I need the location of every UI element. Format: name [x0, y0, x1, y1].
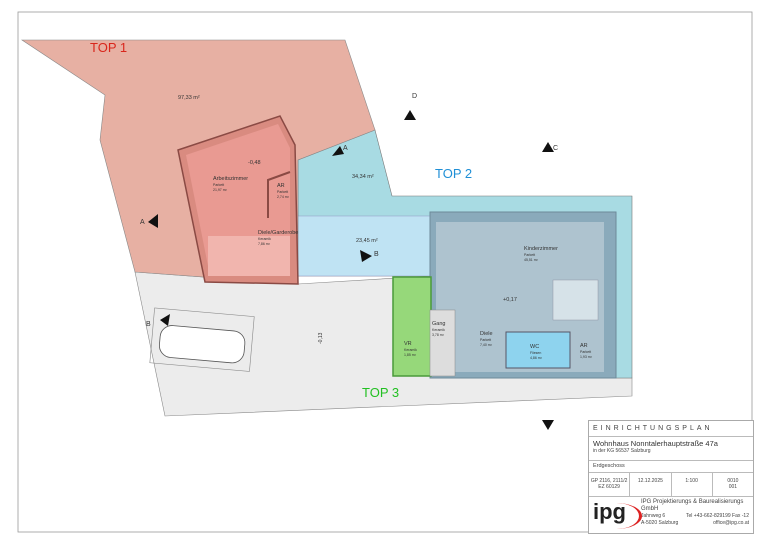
project-info: Wohnhaus Nonntalerhauptstraße 47a in der…	[589, 437, 753, 461]
company-phone: Tel +43-662-829199 Fax -12	[686, 513, 749, 519]
scale: 1:100	[672, 473, 713, 496]
room-floor: Parkett	[480, 338, 491, 342]
room-floor: Keramik	[258, 237, 271, 241]
room-area: 45,51 m²	[524, 258, 539, 262]
room-area: 1,93 m²	[580, 355, 593, 359]
company-street: Jahnweg 6	[641, 513, 666, 519]
date: 12.12.2025	[630, 473, 672, 496]
room-name: Diele	[480, 331, 493, 337]
room-area: 21,97 m²	[213, 188, 228, 192]
project-name: Wohnhaus Nonntalerhauptstraße 47a	[593, 439, 718, 448]
project-location: in der KG 56537 Salzburg	[593, 448, 651, 454]
room-area: 3,78 m²	[432, 333, 445, 337]
wc-room	[505, 331, 571, 369]
room-name: VR	[404, 341, 412, 347]
section-b-label: B	[146, 321, 151, 328]
top2-terrace-area: 23,45 m²	[356, 238, 378, 244]
section-a-left-icon	[148, 214, 158, 228]
top1-label: TOP 1	[90, 40, 127, 55]
room-name: Diele/Garderobe	[258, 230, 298, 236]
room-floor: Parkett	[213, 183, 224, 187]
room-name: Kinderzimmer	[524, 246, 558, 252]
section-b-right-icon	[360, 250, 372, 262]
diele-garderobe	[208, 236, 290, 276]
room-floor: Keramik	[432, 328, 445, 332]
top3-stair	[392, 276, 432, 377]
gang	[429, 309, 456, 377]
room-name: Gang	[432, 321, 445, 327]
room-floor: Parkett	[524, 253, 535, 257]
section-a-label: A	[343, 145, 348, 152]
room-name: AR	[580, 343, 588, 349]
room-area: 7,40 m²	[480, 343, 493, 347]
room-area: 1,85 m²	[404, 353, 417, 357]
room-floor: Keramik	[404, 348, 417, 352]
section-d-top-icon	[404, 110, 416, 120]
stairs	[552, 279, 599, 321]
section-a-right-icon	[332, 146, 344, 156]
room-area: 2,74 m²	[277, 195, 290, 199]
company-email: office@ipg.co.at	[713, 520, 749, 526]
section-b-left-icon	[160, 314, 170, 326]
room-area: 7,86 m²	[258, 242, 271, 246]
wall	[267, 171, 291, 218]
top2-terrace	[297, 215, 431, 277]
section-c-label: C	[553, 145, 558, 152]
level-top2: +0,17	[503, 297, 517, 303]
section-d-label: D	[412, 93, 417, 100]
floor-name: Erdgeschoss	[589, 461, 753, 473]
plan-type: EINRICHTUNGSPLAN	[589, 421, 753, 437]
section-c-top-icon	[542, 142, 554, 152]
room-name: Arbeitszimmer	[213, 176, 248, 182]
ez-number: EZ 60129	[598, 484, 620, 490]
room-floor: Fliesen	[530, 351, 541, 355]
plan-index: 001	[728, 484, 738, 490]
room-area: 4,86 m²	[530, 356, 543, 360]
room-name: AR	[277, 183, 285, 189]
company-logo: ipg	[593, 499, 642, 531]
car-icon	[149, 307, 255, 372]
room-labels: Arbeitszimmer Parkett 21,97 m² AR Parket…	[213, 176, 593, 360]
page-border	[17, 11, 753, 533]
section-markers	[148, 110, 554, 430]
company-city: A-5020 Salzburg	[641, 520, 679, 526]
company-block: ipg IPG Projektierungs & Baurealisierung…	[589, 497, 753, 533]
room-floor: Parkett	[580, 350, 591, 354]
title-block: EINRICHTUNGSPLAN Wohnhaus Nonntalerhaupt…	[588, 420, 754, 534]
top2-label: TOP 2	[435, 166, 472, 181]
section-b-label: B	[374, 251, 379, 258]
section-a-label: A	[140, 219, 145, 226]
room-name: WC	[530, 344, 539, 350]
company-info: IPG Projektierungs & Baurealisierungs Gm…	[641, 499, 749, 531]
section-c-bottom-icon	[542, 420, 554, 430]
top2-garden-area: 34,34 m²	[352, 174, 374, 180]
parcel-number: GP 2116, 2111/2	[590, 478, 628, 484]
level-outdoor: -0,13	[318, 332, 324, 344]
top1-garden-area: 97,33 m²	[178, 95, 200, 101]
company-name: IPG Projektierungs & Baurealisierungs Gm…	[641, 499, 744, 512]
top3-label: TOP 3	[362, 385, 399, 400]
plan-no: 0010	[727, 478, 739, 484]
level-top1: -0,48	[248, 160, 261, 166]
room-floor: Parkett	[277, 190, 288, 194]
